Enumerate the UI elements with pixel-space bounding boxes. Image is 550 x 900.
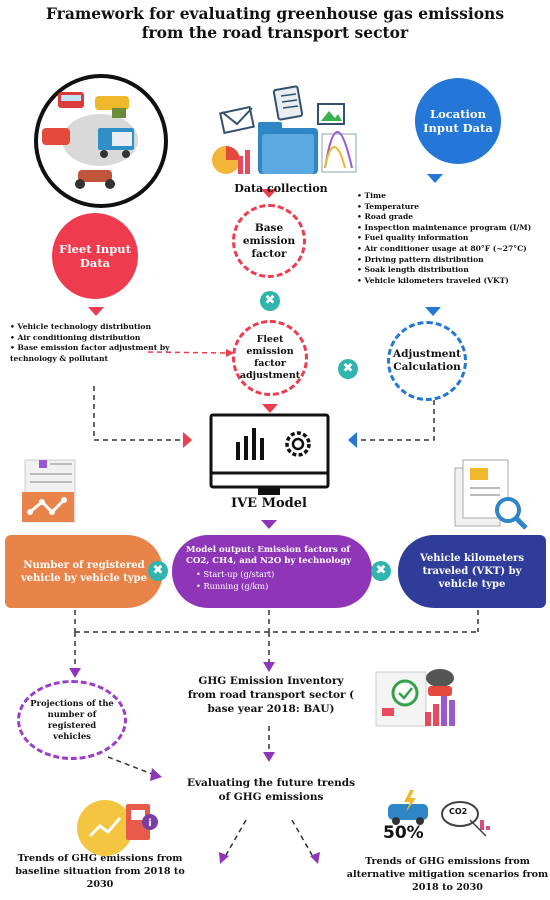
fleet-input-circle: Fleet Input Data: [52, 213, 138, 299]
model-output-box: Model output: Emission factors of CO2, C…: [172, 535, 372, 608]
curve-chart-icon: [321, 131, 357, 173]
projections-label: Projections of the number of registered …: [30, 698, 114, 741]
ive-model-label: IVE Model: [231, 496, 307, 511]
adjustment-calculation-circle: Adjustment Calculation: [387, 321, 467, 401]
electric-car-icon: [388, 790, 428, 825]
fleet-emission-adjustment-circle: Fleet emission factor adjustment: [232, 320, 308, 396]
chart-growth-icon: [77, 800, 133, 856]
multiply-icon: ✖: [260, 291, 280, 311]
location-item: Inspection maintenance program (I/M): [357, 223, 547, 234]
vkt-box: Vehicle kilometers traveled (VKT) by veh…: [398, 535, 546, 608]
model-output-item: • Running (g/km): [196, 581, 269, 591]
multiply-icon: ✖: [148, 561, 168, 581]
model-output-title: Model output: Emission factors of CO2, C…: [186, 545, 352, 566]
monitor-icon: [209, 413, 330, 495]
title-line-2: from the road transport sector: [141, 23, 409, 42]
pie-chart-icon: [212, 146, 250, 174]
registered-vehicles-box: Number of registered vehicle by vehicle …: [5, 535, 163, 608]
model-output-item: • Start-up (g/start): [196, 569, 275, 579]
mitigation-trend-label: Trends of GHG emissions from alternative…: [346, 856, 549, 893]
image-icon: [317, 103, 345, 125]
location-item: Soak length distribution: [357, 265, 547, 276]
fleet-input-label: Fleet Input Data: [59, 242, 131, 270]
location-item: Driving pattern distribution: [357, 255, 547, 266]
location-item: Road grade: [357, 212, 547, 223]
document-icon: [272, 85, 304, 121]
evaluating-label: Evaluating the future trends of GHG emis…: [186, 777, 356, 803]
gear-icon: [285, 431, 311, 457]
location-item: Vehicle kilometers traveled (VKT): [357, 276, 547, 287]
model-output-item-text: Start-up (g/start): [203, 569, 275, 579]
projections-ellipse: Projections of the number of registered …: [17, 680, 127, 760]
search-document-icon: [454, 459, 528, 530]
vkt-label: Vehicle kilometers traveled (VKT) by veh…: [419, 553, 525, 590]
fifty-percent-label: 50%: [383, 823, 424, 843]
model-output-items: • Start-up (g/start) • Running (g/km): [186, 568, 360, 592]
model-output-item-text: Running (g/km): [203, 581, 269, 591]
base-emission-factor-label: Base emission factor: [242, 221, 296, 260]
location-input-circle: Location Input Data: [415, 78, 501, 164]
baseline-trend-label: Trends of GHG emissions from baseline si…: [15, 853, 185, 890]
fleet-item: Air conditioning distribution: [10, 333, 170, 344]
location-item: Time: [357, 191, 547, 202]
location-item: Temperature: [357, 202, 547, 213]
fleet-emission-adjustment-label: Fleet emission factor adjustment: [239, 334, 301, 381]
adjustment-calculation-label: Adjustment Calculation: [393, 348, 461, 373]
ghg-inventory-label: GHG Emission Inventory from road transpo…: [187, 675, 355, 715]
folder-icon: [258, 122, 318, 174]
data-collection-label: Data collection: [234, 182, 328, 195]
diagram-title: Framework for evaluating greenhouse gas …: [0, 4, 550, 42]
svg-text:i: i: [148, 818, 151, 829]
location-input-label: Location Input Data: [423, 107, 493, 135]
multiply-icon: ✖: [338, 359, 358, 379]
registered-vehicles-label: Number of registered vehicle by vehicle …: [20, 559, 147, 584]
multiply-icon: ✖: [371, 561, 391, 581]
location-items-list: Time Temperature Road grade Inspection m…: [357, 191, 547, 286]
base-emission-factor-circle: Base emission factor: [232, 204, 306, 278]
fleet-item: Base emission factor adjustment by techn…: [10, 343, 170, 364]
fleet-items-list: Vehicle technology distribution Air cond…: [10, 322, 170, 364]
report-icon: [22, 459, 76, 523]
location-item: Air conditioner usage at 80°F (~27°C): [357, 244, 547, 255]
co2-label: CO2: [449, 807, 468, 816]
fleet-item: Vehicle technology distribution: [10, 322, 170, 333]
emission-analysis-icon: [375, 669, 455, 727]
mail-icon: [219, 105, 255, 135]
co2-cloud-icon: [441, 801, 490, 837]
fuel-pump-icon: i: [126, 804, 158, 840]
title-line-1: Framework for evaluating greenhouse gas …: [45, 4, 505, 23]
location-item: Fuel quality information: [357, 233, 547, 244]
traffic-icon: [42, 92, 138, 189]
